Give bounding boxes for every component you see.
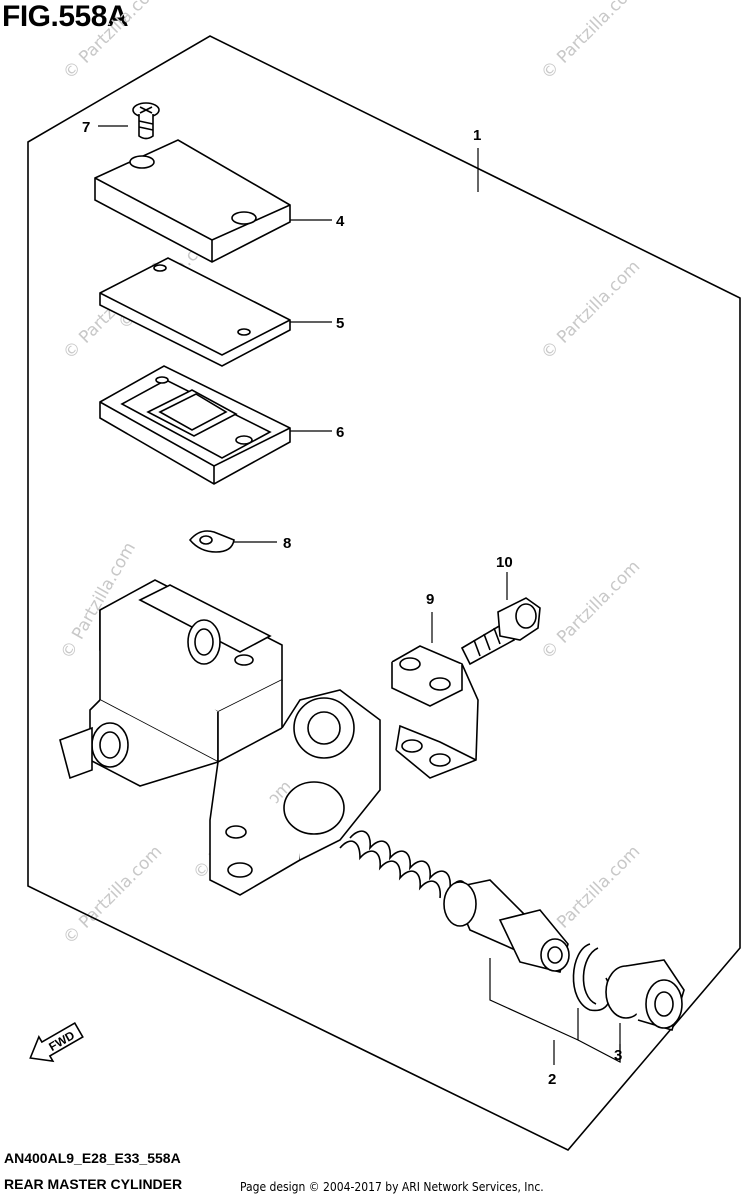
callout-10: 10 [496,554,513,571]
callout-9: 9 [426,591,434,608]
callout-labels: 1 2 3 4 5 6 7 8 9 10 [82,119,622,1088]
figure-description: REAR MASTER CYLINDER [4,1176,183,1192]
assembly-boundary [27,35,741,1151]
figure-title: FIG.558A [2,0,129,33]
callout-2: 2 [548,1071,556,1088]
callout-7: 7 [82,119,90,136]
fwd-arrow-icon: FWD [29,1021,84,1063]
boot-part-3[interactable] [605,959,685,1031]
clamp-part-9[interactable] [391,645,479,779]
watermark: © Partzilla.com [537,0,644,84]
bolt-part-10[interactable] [460,597,541,666]
piston-assembly-part-2[interactable] [339,830,570,973]
watermark: © Partzilla.com [537,557,644,664]
diaphragm-part-6[interactable] [99,365,291,485]
master-cylinder-body[interactable] [59,579,381,896]
leader-lines [98,125,621,1065]
callout-6: 6 [336,424,344,441]
reservoir-cap-part-4[interactable] [94,139,291,263]
callout-1: 1 [473,127,481,144]
callout-5: 5 [336,315,344,332]
circlip[interactable] [572,943,612,1012]
screw-part-7[interactable] [132,102,160,140]
watermark: © Partzilla.com [537,257,644,364]
watermark: © Partzilla.com [59,842,166,949]
clip-part-8[interactable] [188,530,235,553]
figure-code: AN400AL9_E28_E33_558A [4,1150,181,1166]
callout-3: 3 [614,1047,622,1064]
callout-4: 4 [336,213,345,230]
copyright-credit: Page design © 2004-2017 by ARI Network S… [240,1180,544,1194]
diaphragm-plate-part-5[interactable] [99,257,291,367]
callout-8: 8 [283,535,291,552]
